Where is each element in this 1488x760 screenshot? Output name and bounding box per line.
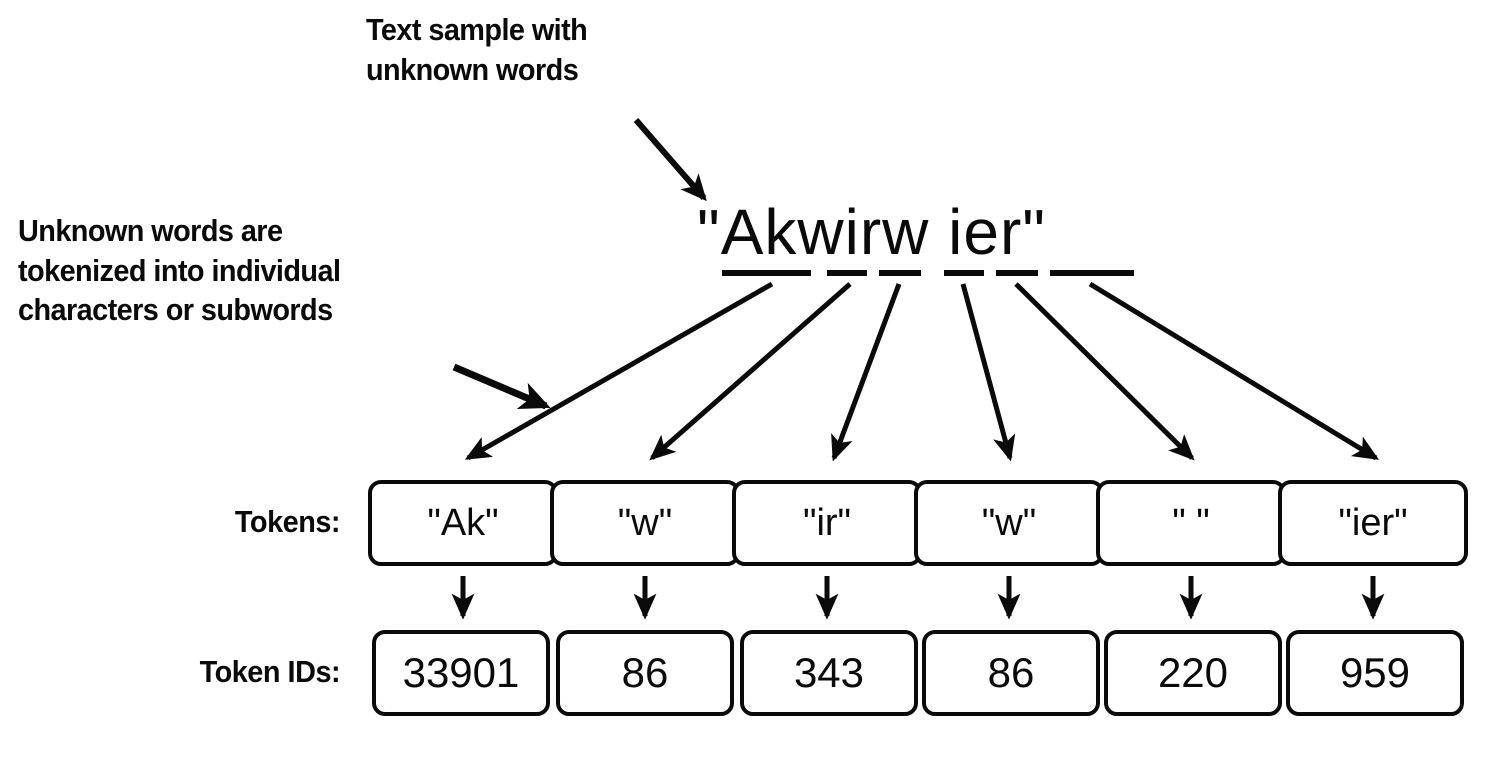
annotation-text-sample: Text sample with unknown words xyxy=(366,12,588,87)
token-id-box[interactable]: 220 xyxy=(1104,630,1282,716)
token-to-id-arrows xyxy=(451,576,1385,620)
token-box[interactable]: " " xyxy=(1096,480,1286,566)
annotation-unknown-words: Unknown words are tokenized into individ… xyxy=(18,213,341,328)
sample-text: "Akwirw ier" xyxy=(697,196,1046,268)
tokens-row-label: Tokens: xyxy=(234,504,341,539)
arrow-annotation-to-tokens xyxy=(452,363,551,410)
token-box[interactable]: "w" xyxy=(550,480,740,566)
arrow-seg-5-to-token-5 xyxy=(1088,281,1380,461)
token-id-box[interactable]: 959 xyxy=(1286,630,1464,716)
token-id-box[interactable]: 33901 xyxy=(372,630,550,716)
token-id-box[interactable]: 343 xyxy=(740,630,918,716)
token-id-box[interactable]: 86 xyxy=(922,630,1100,716)
arrow-seg-3-to-token-3 xyxy=(960,283,1016,462)
token-box[interactable]: "ir" xyxy=(732,480,922,566)
arrow-annotation-to-sample xyxy=(633,118,707,202)
token-ids-row-label: Token IDs: xyxy=(199,654,340,689)
token-box[interactable]: "Ak" xyxy=(368,480,558,566)
arrow-seg-4-to-token-4 xyxy=(1014,282,1195,461)
arrow-seg-0-to-token-0 xyxy=(464,281,774,461)
token-id-box[interactable]: 86 xyxy=(556,630,734,716)
sample-text-group: "Akwirw ier" xyxy=(697,196,1046,268)
segment-to-token-arrows xyxy=(464,281,1380,462)
token-box[interactable]: "ier" xyxy=(1278,480,1468,566)
arrow-seg-2-to-token-2 xyxy=(831,283,902,462)
arrow-seg-1-to-token-1 xyxy=(649,282,852,461)
token-box[interactable]: "w" xyxy=(914,480,1104,566)
